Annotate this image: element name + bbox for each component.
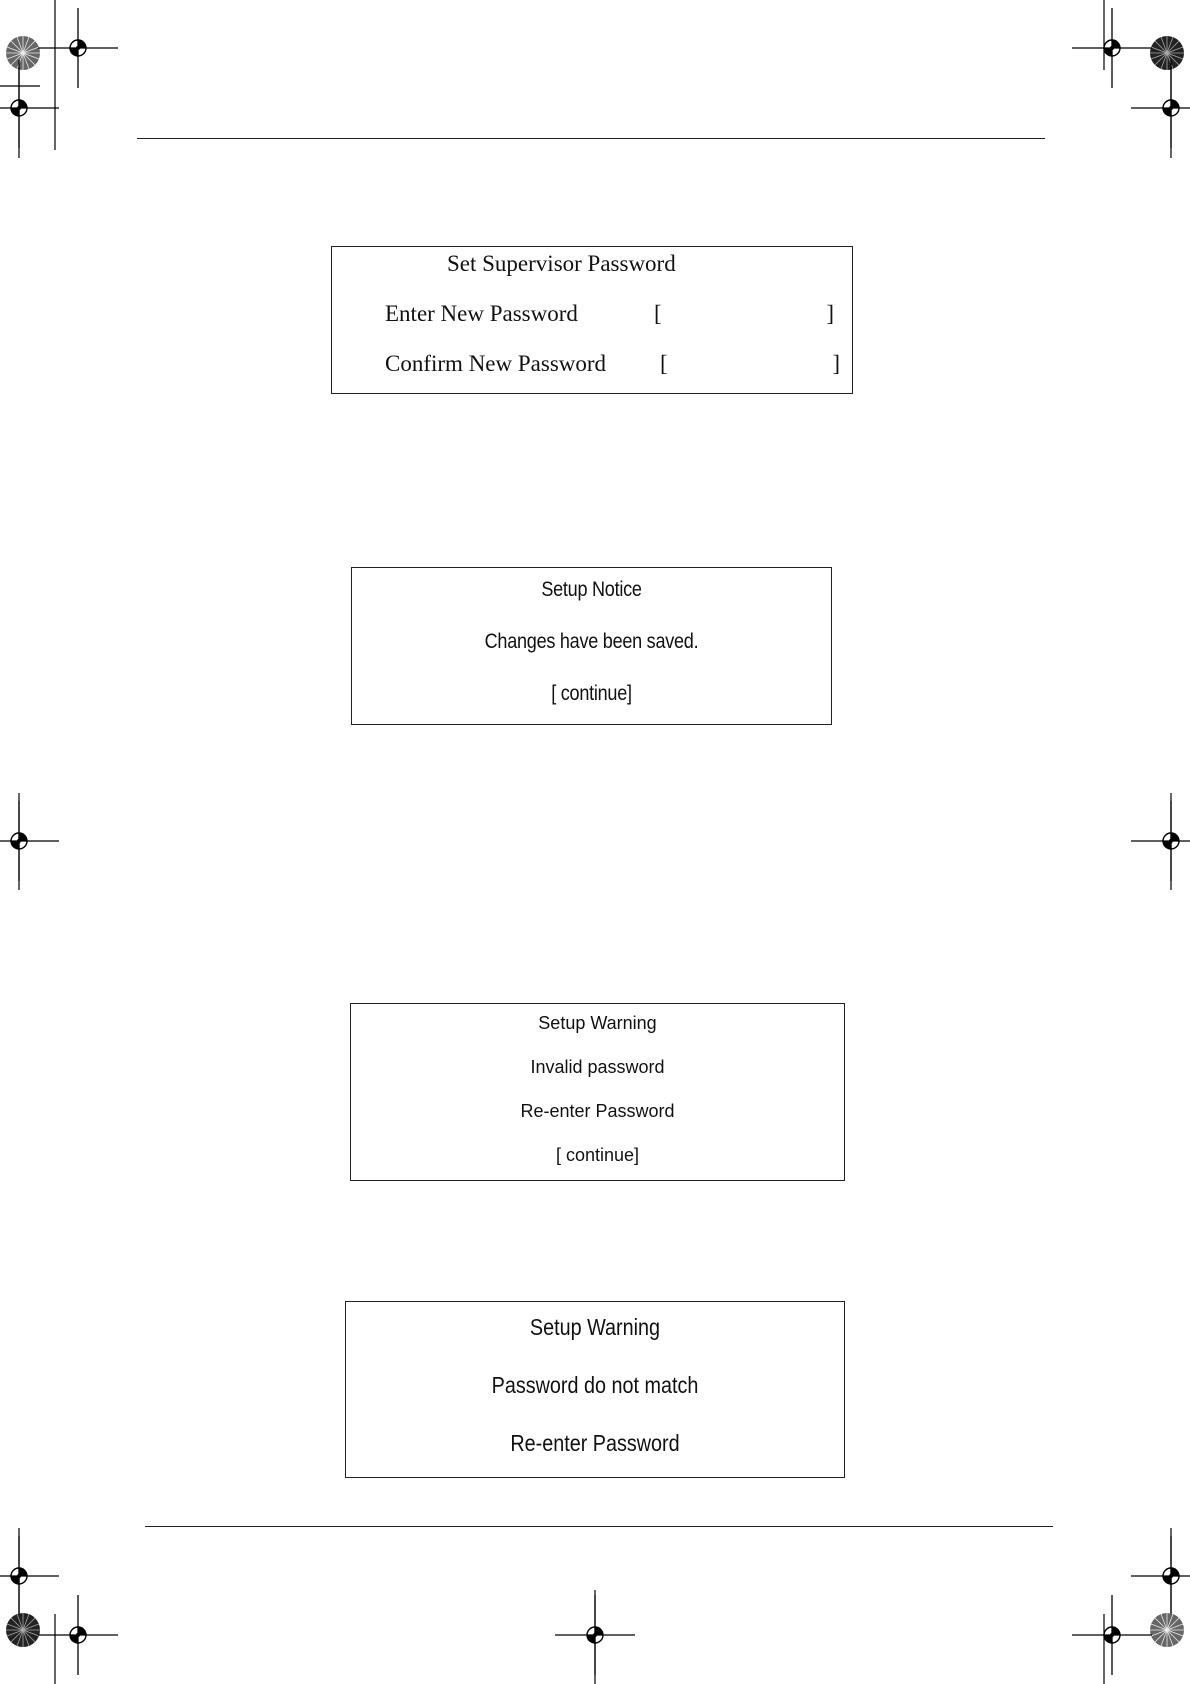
dialog-title: Setup Warning (381, 1314, 809, 1341)
header-rule (137, 138, 1045, 139)
reenter-instruction: Re-enter Password (351, 1101, 844, 1122)
continue-button[interactable]: [ continue] (351, 1145, 844, 1166)
enter-password-field[interactable]: [ ] (654, 299, 834, 329)
close-bracket: ] (832, 351, 840, 377)
enter-password-label: Enter New Password (385, 301, 578, 327)
warning-message: Invalid password (351, 1057, 844, 1078)
confirm-password-field[interactable]: [ ] (660, 349, 840, 379)
reenter-instruction: Re-enter Password (381, 1430, 809, 1457)
password-mismatch-warning-dialog: Setup Warning Password do not match Re-e… (345, 1301, 845, 1478)
dialog-title: Setup Notice (386, 578, 798, 602)
footer-rule (145, 1526, 1053, 1527)
open-bracket: [ (660, 351, 668, 377)
open-bracket: [ (654, 301, 662, 327)
setup-notice-dialog: Setup Notice Changes have been saved. [ … (351, 567, 832, 725)
notice-message: Changes have been saved. (386, 630, 798, 654)
dialog-title: Setup Warning (351, 1013, 844, 1034)
dialog-title: Set Supervisor Password (447, 251, 676, 277)
invalid-password-warning-dialog: Setup Warning Invalid password Re-enter … (350, 1003, 845, 1181)
supervisor-password-dialog: Set Supervisor Password Enter New Passwo… (331, 246, 853, 394)
close-bracket: ] (826, 301, 834, 327)
continue-button[interactable]: [ continue] (386, 682, 798, 706)
confirm-password-label: Confirm New Password (385, 351, 606, 377)
warning-message: Password do not match (381, 1372, 809, 1399)
